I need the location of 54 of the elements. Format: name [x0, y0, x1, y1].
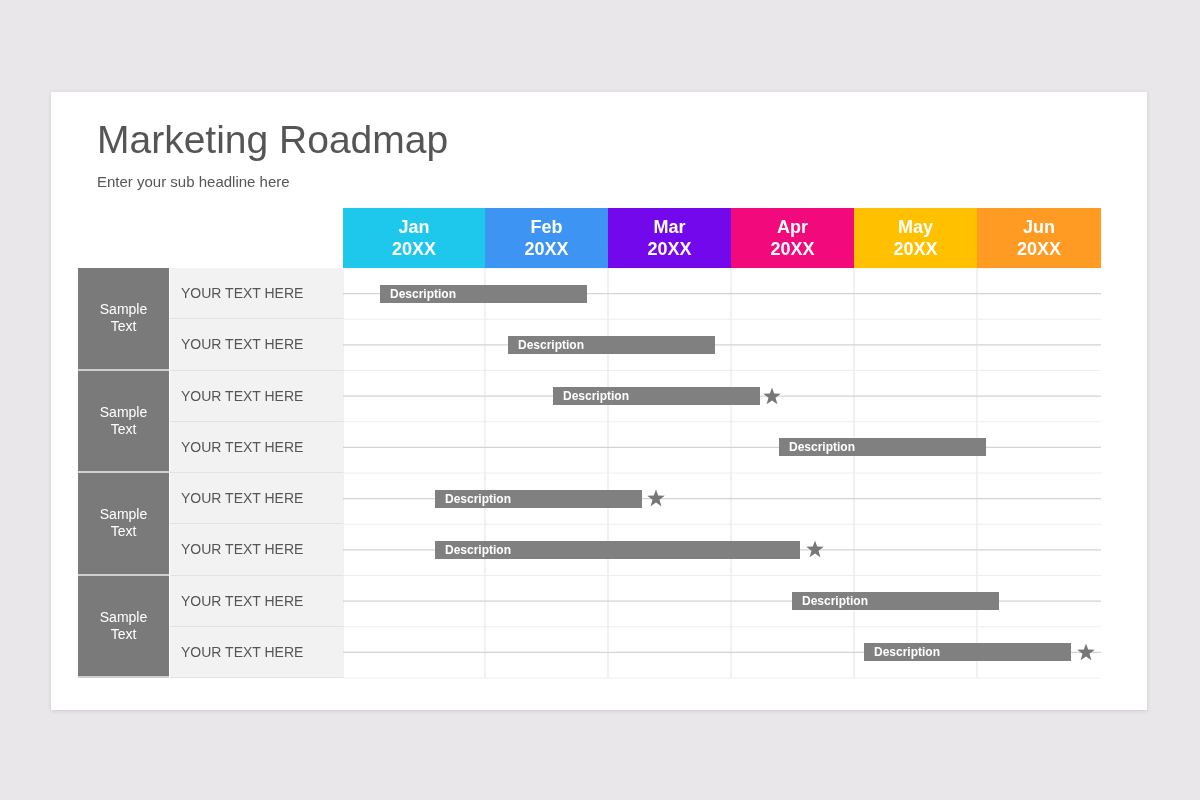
- row-label: YOUR TEXT HERE: [181, 643, 304, 660]
- slide-title: Marketing Roadmap: [97, 117, 449, 163]
- bar-label: Description: [390, 286, 456, 301]
- group-header: [78, 268, 169, 371]
- bar-label: Description: [789, 440, 855, 455]
- row-header: [170, 268, 343, 320]
- row-label: YOUR TEXT HERE: [181, 592, 304, 609]
- group-label: Sample Text: [99, 301, 148, 336]
- row-label: YOUR TEXT HERE: [181, 285, 304, 302]
- bar-label: Description: [874, 645, 940, 660]
- group-label: Sample Text: [99, 403, 148, 438]
- row-header: [170, 626, 343, 678]
- star-icon: [647, 489, 665, 508]
- row-header: [170, 370, 343, 422]
- month-header: [854, 208, 977, 268]
- month-header: [977, 208, 1101, 268]
- month-label: Jan 20XX: [392, 216, 436, 260]
- bar-label: Description: [445, 491, 511, 506]
- group-header: [78, 473, 169, 576]
- month-label: Mar 20XX: [647, 216, 692, 260]
- timeline-bar: [553, 387, 760, 406]
- row-label: YOUR TEXT HERE: [181, 336, 304, 353]
- month-label: Apr 20XX: [770, 216, 815, 260]
- row-header: [170, 524, 343, 576]
- row-header: [170, 421, 343, 473]
- month-label: Feb 20XX: [524, 216, 569, 260]
- row-label: YOUR TEXT HERE: [181, 387, 304, 404]
- row-label: YOUR TEXT HERE: [181, 490, 304, 507]
- month-header: [343, 208, 485, 268]
- star-icon: [806, 540, 824, 559]
- group-label: Sample Text: [99, 608, 148, 643]
- star-icon: [1077, 642, 1095, 661]
- month-label: Jun 20XX: [1017, 216, 1061, 260]
- bar-label: Description: [563, 389, 629, 404]
- group-header: [78, 575, 169, 678]
- bar-label: Description: [518, 337, 584, 352]
- row-header: [170, 319, 343, 371]
- group-header: [78, 370, 169, 473]
- row-label: YOUR TEXT HERE: [181, 541, 304, 558]
- row-label: YOUR TEXT HERE: [181, 438, 304, 455]
- bar-label: Description: [445, 542, 511, 557]
- subtitle: Enter your sub headline here: [97, 173, 290, 191]
- timeline-bar: [864, 643, 1071, 662]
- month-label: May 20XX: [893, 216, 938, 260]
- group-label: Sample Text: [99, 506, 148, 541]
- month-header: [485, 208, 608, 268]
- timeline-bar: [792, 592, 999, 611]
- timeline-bar: [779, 438, 986, 457]
- star-icon: [763, 386, 781, 405]
- bar-label: Description: [802, 594, 868, 609]
- month-header: [608, 208, 731, 268]
- month-header: [731, 208, 854, 268]
- row-header: [170, 575, 343, 627]
- row-header: [170, 473, 343, 525]
